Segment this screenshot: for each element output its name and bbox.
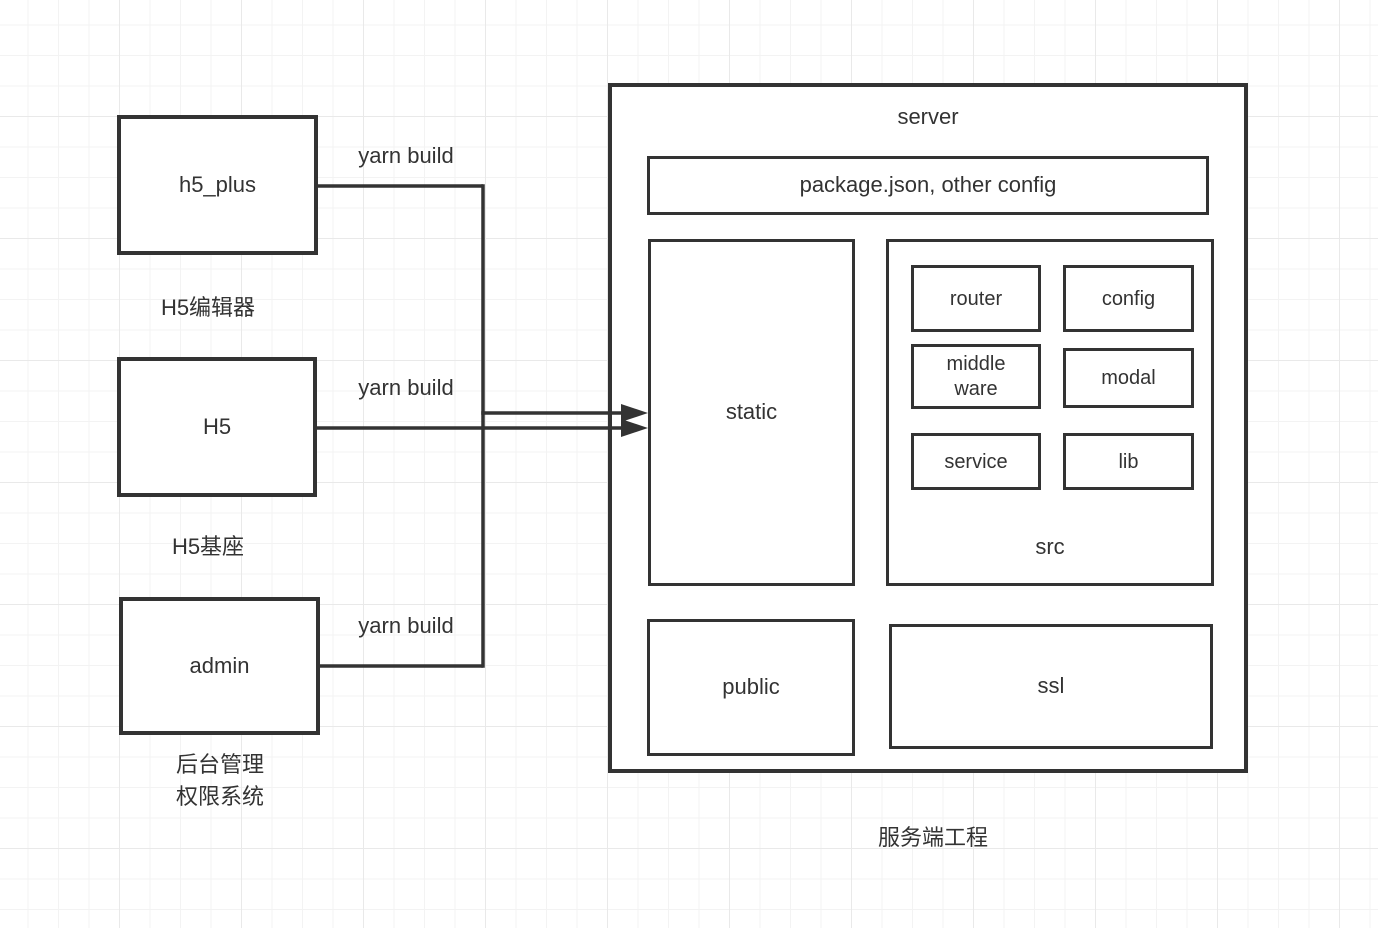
- node-admin: admin: [119, 597, 320, 735]
- node-h5-plus: h5_plus: [117, 115, 318, 255]
- node-lib-label: lib: [1118, 450, 1139, 473]
- node-service: service: [911, 433, 1041, 490]
- node-public: public: [647, 619, 855, 756]
- node-middleware-line1: middle: [946, 352, 1006, 375]
- node-h5-plus-label: h5_plus: [178, 171, 257, 197]
- node-modal: modal: [1063, 348, 1194, 408]
- caption-server-project: 服务端工程: [877, 825, 988, 850]
- caption-h5-base: H5基座: [171, 534, 245, 559]
- edge-label-yarn-build-h5: yarn build: [358, 375, 454, 400]
- node-middleware-line2: ware: [954, 377, 998, 400]
- node-ssl: ssl: [889, 624, 1213, 749]
- node-service-label: service: [944, 450, 1008, 473]
- node-middleware: middle ware: [911, 344, 1041, 409]
- node-ssl-label: ssl: [1037, 673, 1065, 699]
- edge-label-yarn-build-h5plus: yarn build: [358, 143, 454, 168]
- node-public-label: public: [722, 674, 780, 700]
- src-container-title: src: [1035, 534, 1065, 559]
- node-router-label: router: [949, 287, 1003, 310]
- node-router: router: [911, 265, 1041, 332]
- caption-admin-line1: 后台管理: [175, 752, 264, 777]
- node-h5: H5: [117, 357, 317, 497]
- caption-admin-system: 后台管理 权限系统: [120, 749, 320, 813]
- node-h5-label: H5: [202, 413, 232, 439]
- node-admin-label: admin: [189, 652, 250, 678]
- node-package-json-config: package.json, other config: [647, 156, 1209, 215]
- node-static-label: static: [725, 399, 778, 425]
- server-container-title: server: [897, 104, 959, 129]
- caption-admin-line2: 权限系统: [175, 784, 264, 809]
- node-middleware-label: middle ware: [947, 352, 1006, 402]
- node-static: static: [648, 239, 855, 586]
- edge-label-yarn-build-admin: yarn build: [358, 613, 454, 638]
- node-package-json-config-label: package.json, other config: [799, 172, 1057, 198]
- node-lib: lib: [1063, 433, 1194, 490]
- node-modal-label: modal: [1101, 367, 1156, 389]
- node-config: config: [1063, 265, 1194, 332]
- node-config-label: config: [1101, 287, 1156, 310]
- caption-h5-editor: H5编辑器: [160, 295, 256, 320]
